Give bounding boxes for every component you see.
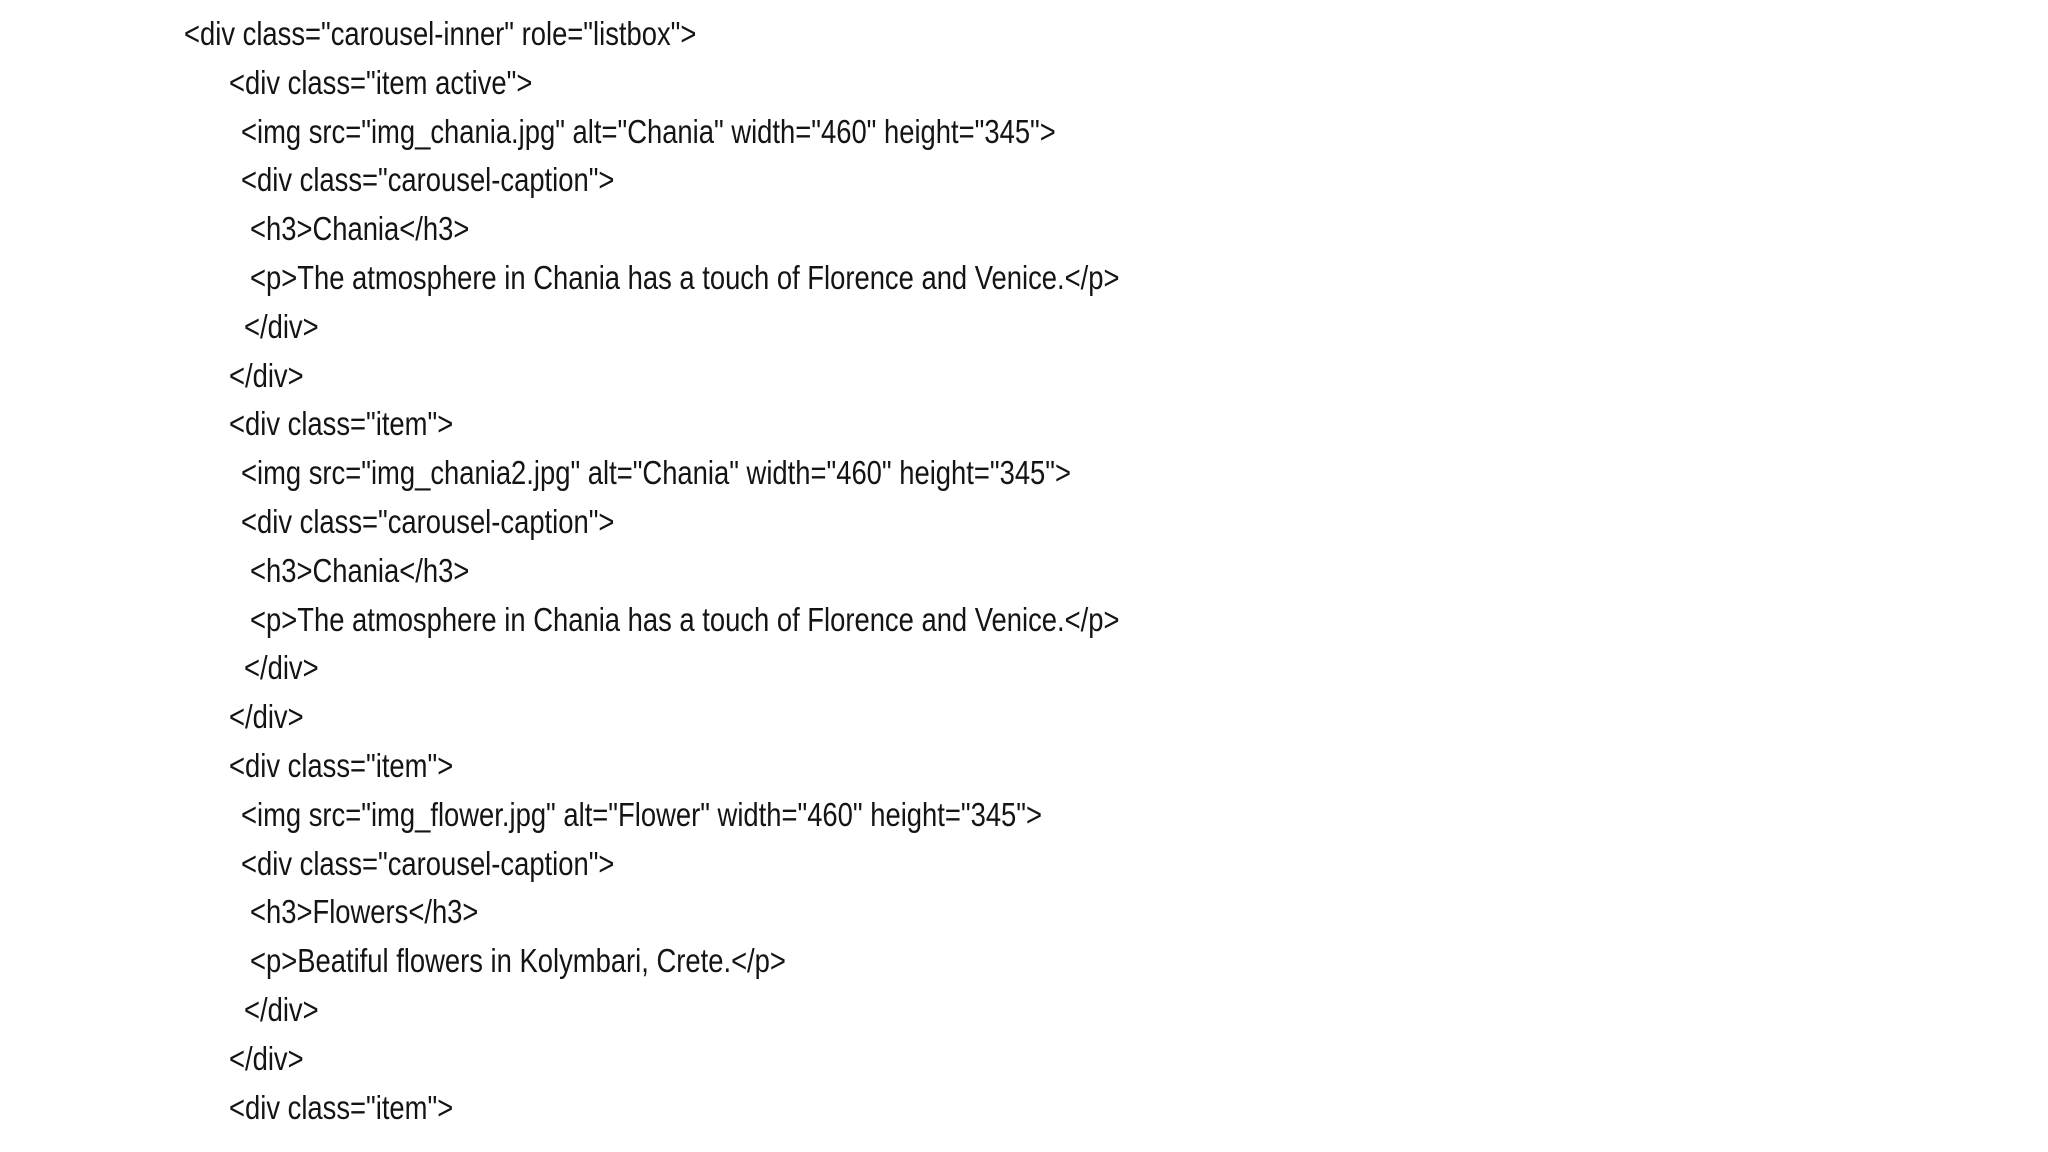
code-line: <h3>Flowers</h3> bbox=[184, 888, 1298, 937]
code-line: </div> bbox=[184, 986, 1298, 1035]
code-line-text: </div> bbox=[229, 1039, 304, 1077]
code-line-text: <div class="item active"> bbox=[229, 63, 533, 101]
code-line-text: </div> bbox=[244, 649, 319, 687]
code-line-text: <div class="item"> bbox=[229, 405, 454, 443]
code-line: </div> bbox=[184, 644, 1298, 693]
code-line: </div> bbox=[184, 1035, 1298, 1084]
code-line-text: </div> bbox=[244, 990, 319, 1028]
code-line: <div class="item active"> bbox=[184, 59, 1298, 108]
code-line: <img src="img_chania.jpg" alt="Chania" w… bbox=[184, 108, 1298, 157]
code-line: </div> bbox=[184, 693, 1298, 742]
code-line: <img src="img_chania2.jpg" alt="Chania" … bbox=[184, 449, 1298, 498]
code-line: <p>Beatiful flowers in Kolymbari, Crete.… bbox=[184, 937, 1298, 986]
code-line-text: <p>The atmosphere in Chania has a touch … bbox=[250, 600, 1120, 638]
code-line: </div> bbox=[184, 352, 1298, 401]
code-line: <h3>Chania</h3> bbox=[184, 205, 1298, 254]
code-line-text: <img src="img_chania.jpg" alt="Chania" w… bbox=[241, 112, 1056, 150]
code-line-text: <p>The atmosphere in Chania has a touch … bbox=[250, 258, 1120, 296]
code-line: <div class="carousel-caption"> bbox=[184, 840, 1298, 889]
code-line: <h3>Chania</h3> bbox=[184, 547, 1298, 596]
code-line-text: <h3>Chania</h3> bbox=[250, 551, 470, 589]
code-line: <div class="carousel-inner" role="listbo… bbox=[184, 10, 1298, 59]
code-line: <div class="item"> bbox=[184, 742, 1298, 791]
code-block: <div class="carousel-inner" role="listbo… bbox=[184, 10, 1298, 1132]
code-line: <div class="item"> bbox=[184, 1084, 1298, 1133]
code-line-text: <div class="carousel-caption"> bbox=[241, 844, 615, 882]
code-line: <p>The atmosphere in Chania has a touch … bbox=[184, 254, 1298, 303]
code-line-text: <h3>Chania</h3> bbox=[250, 210, 470, 248]
code-line-text: </div> bbox=[244, 307, 319, 345]
code-line: </div> bbox=[184, 303, 1298, 352]
code-line: <div class="carousel-caption"> bbox=[184, 498, 1298, 547]
code-line: <img src="img_flower.jpg" alt="Flower" w… bbox=[184, 791, 1298, 840]
code-line-text: </div> bbox=[229, 698, 304, 736]
code-line-text: <h3>Flowers</h3> bbox=[250, 893, 479, 931]
code-line-text: <img src="img_chania2.jpg" alt="Chania" … bbox=[241, 454, 1072, 492]
code-line: <div class="carousel-caption"> bbox=[184, 156, 1298, 205]
code-line-text: <div class="item"> bbox=[229, 746, 454, 784]
code-line-text: <div class="carousel-inner" role="listbo… bbox=[184, 15, 697, 52]
code-line-text: <img src="img_flower.jpg" alt="Flower" w… bbox=[241, 795, 1043, 833]
code-line-text: </div> bbox=[229, 356, 304, 394]
code-line-text: <div class="carousel-caption"> bbox=[241, 502, 615, 540]
code-line-text: <div class="carousel-caption"> bbox=[241, 161, 615, 199]
code-line: <div class="item"> bbox=[184, 400, 1298, 449]
code-line: <p>The atmosphere in Chania has a touch … bbox=[184, 596, 1298, 645]
code-line-text: <div class="item"> bbox=[229, 1088, 454, 1126]
code-line-text: <p>Beatiful flowers in Kolymbari, Crete.… bbox=[250, 942, 786, 980]
